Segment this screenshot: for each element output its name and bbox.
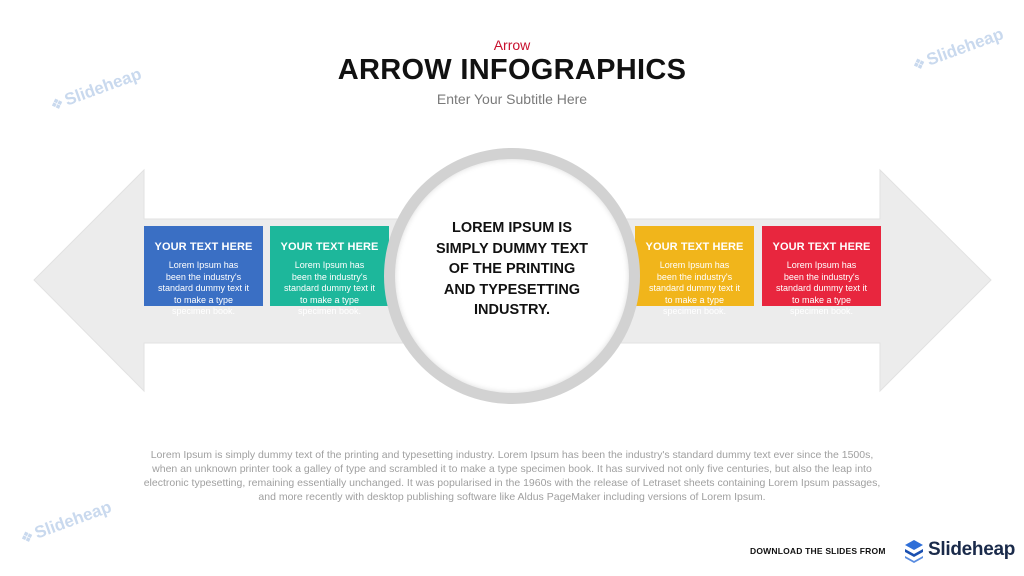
slide-title: ARROW INFOGRAPHICS [337, 54, 687, 86]
center-circle-text: LOREM IPSUM IS SIMPLY DUMMY TEXT OF THE … [435, 220, 588, 318]
text-box-blue: YOUR TEXT HERE Lorem Ipsum has been the … [144, 226, 263, 316]
box-title: YOUR TEXT HERE [772, 241, 871, 253]
box-title: YOUR TEXT HERE [280, 241, 379, 253]
body-paragraph: Lorem Ipsum is simply dummy text of the … [143, 449, 881, 503]
box-text: Lorem Ipsum has been the industry's stan… [648, 260, 741, 316]
box-title: YOUR TEXT HERE [645, 241, 744, 253]
footer-download: DOWNLOAD THE SLIDES FROM Slideheap [750, 538, 1020, 564]
box-title: YOUR TEXT HERE [154, 241, 253, 253]
slide-kicker: Arrow [493, 37, 531, 53]
box-text: Lorem Ipsum has been the industry's stan… [157, 260, 250, 316]
text-box-red: YOUR TEXT HERE Lorem Ipsum has been the … [762, 226, 881, 316]
box-text: Lorem Ipsum has been the industry's stan… [283, 260, 376, 316]
center-circle [395, 159, 629, 393]
text-box-green: YOUR TEXT HERE Lorem Ipsum has been the … [270, 226, 389, 316]
footer-label: DOWNLOAD THE SLIDES FROM [750, 546, 886, 556]
box-text: Lorem Ipsum has been the industry's stan… [775, 260, 868, 316]
text-box-yellow: YOUR TEXT HERE Lorem Ipsum has been the … [635, 226, 754, 316]
slide-subtitle: Enter Your Subtitle Here [436, 91, 588, 107]
slideheap-logo-icon [905, 540, 923, 563]
footer-brand: Slideheap [928, 539, 1016, 560]
